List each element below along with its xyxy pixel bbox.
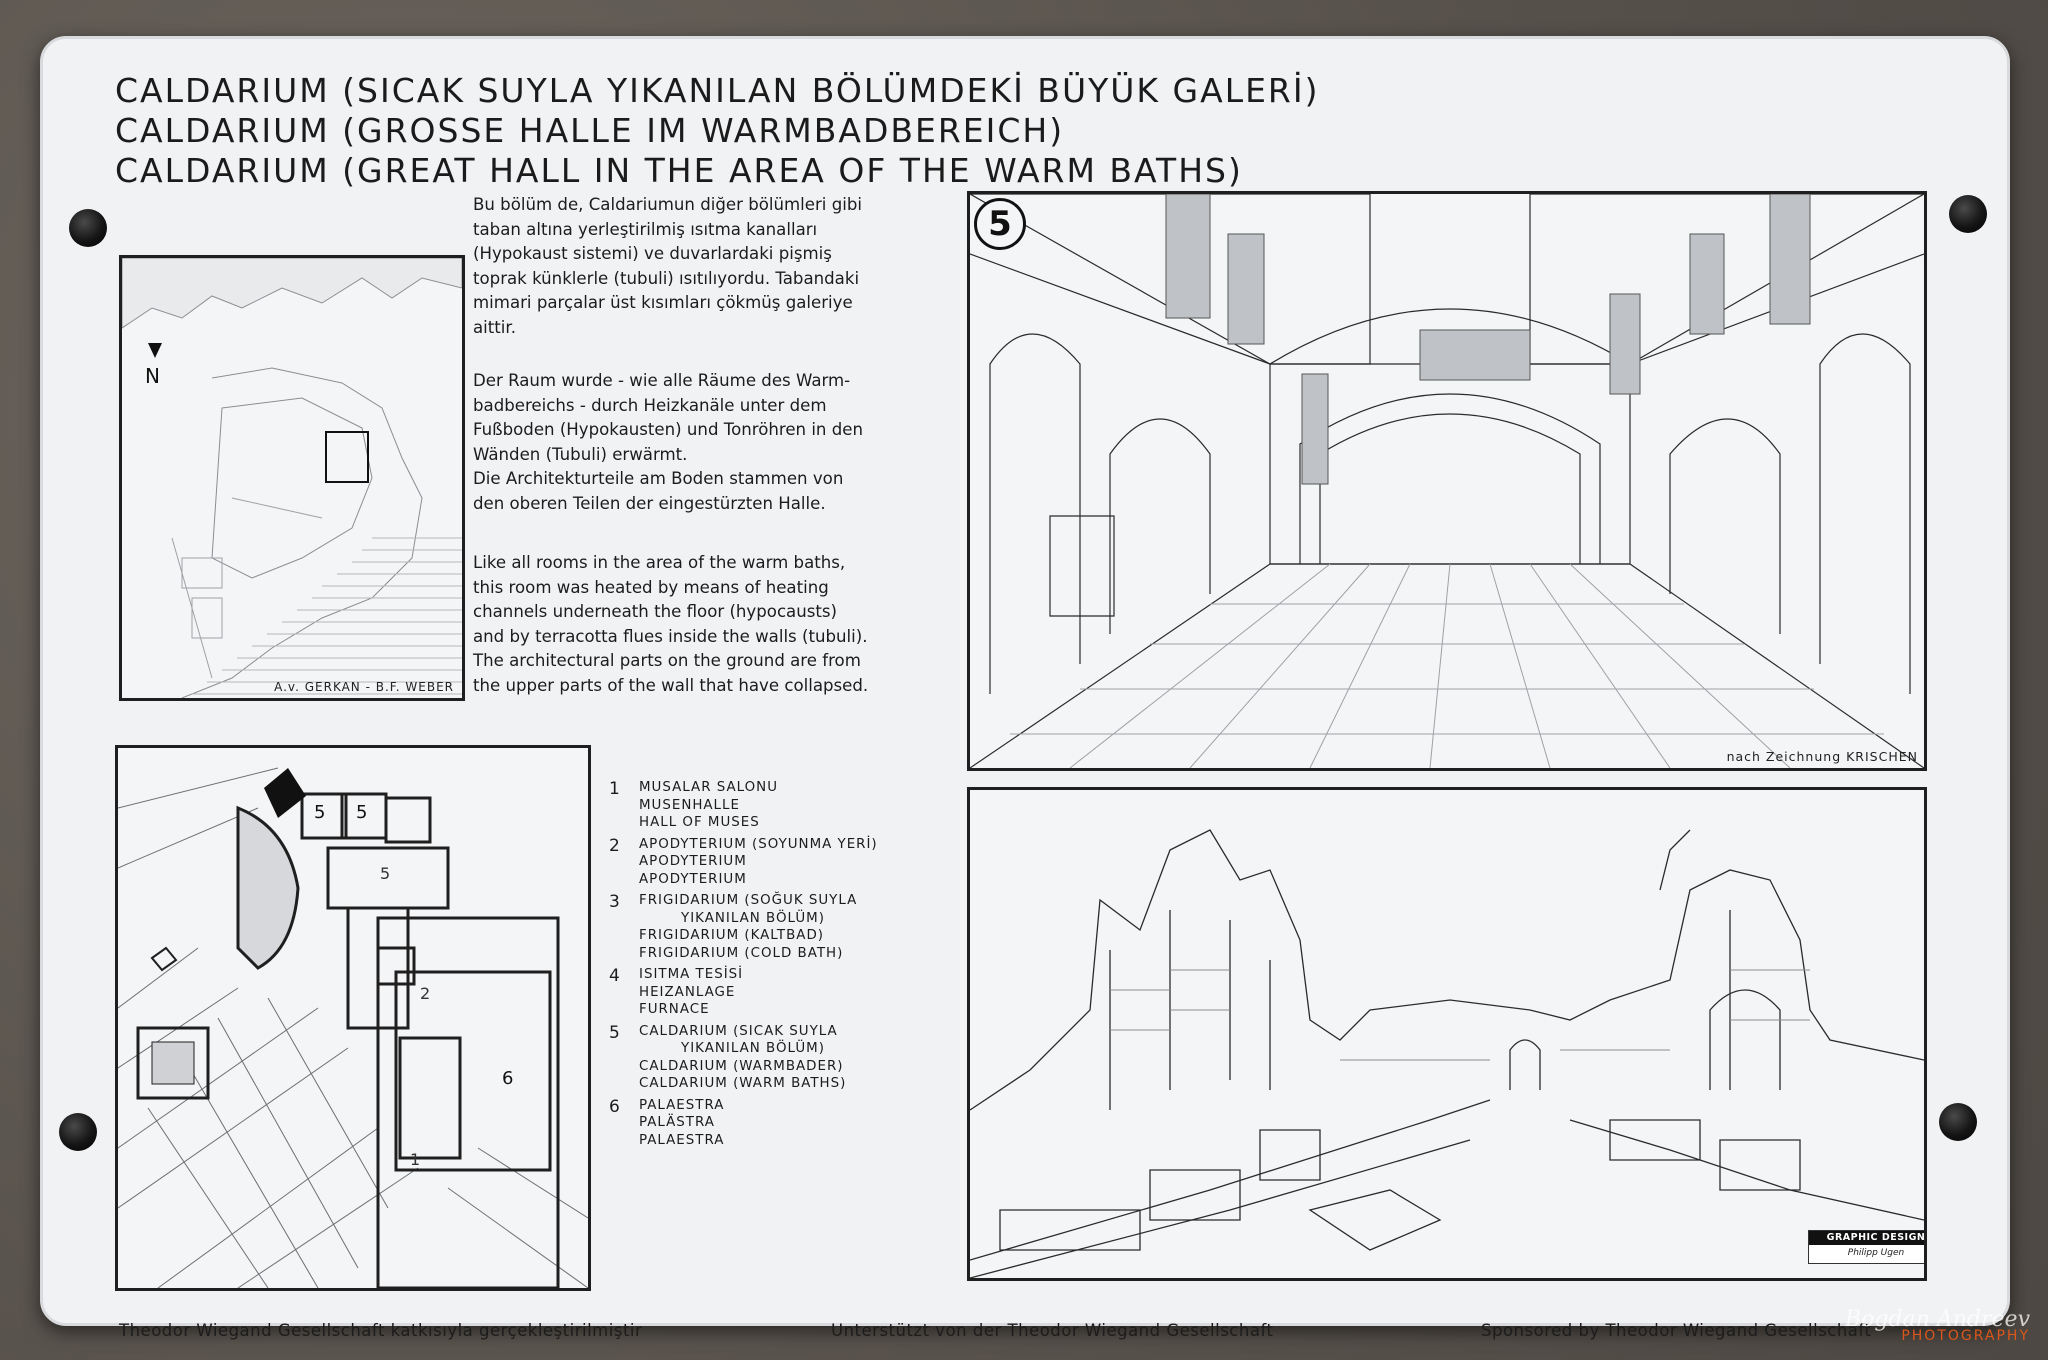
reconstruction-credit: nach Zeichnung KRISCHEN xyxy=(1726,749,1918,764)
plan-label-5a: 5 xyxy=(314,802,326,823)
graphic-design-label: GRAPHIC DESIGN xyxy=(1809,1231,1924,1245)
bolt-bottom-right xyxy=(1939,1103,1977,1141)
site-map: N A.v. GERKAN - B.F. WEBER xyxy=(119,255,465,701)
building-plan: 5 5 5 2 6 1 xyxy=(115,745,591,1291)
legend-line: PALAESTRA xyxy=(639,1097,725,1113)
legend-item: 3 FRIGIDARIUM (SOĞUK SUYLA YIKANILAN BÖLÜ… xyxy=(609,892,949,962)
graphic-design-credit: GRAPHIC DESIGN Philipp Ugen xyxy=(1808,1230,1924,1264)
plan-label-5b: 5 xyxy=(356,802,368,823)
legend-line: YIKANILAN BÖLÜM) xyxy=(639,1041,825,1056)
legend-line: FRIGIDARIUM (COLD BATH) xyxy=(639,945,844,961)
plan-label-1: 1 xyxy=(410,1150,421,1169)
legend-number: 2 xyxy=(609,835,620,856)
title-turkish: CALDARIUM (SICAK SUYLA YIKANILAN BÖLÜMDE… xyxy=(115,71,1320,110)
site-map-drawing xyxy=(122,258,462,698)
legend-number: 3 xyxy=(609,892,620,912)
legend-item: 2 APODYTERIUM (SOYUNMA YERİ) APODYTERIUM AP… xyxy=(609,836,949,889)
reconstruction-drawing: 5 nach Zeichnung KRISCHEN xyxy=(967,191,1927,771)
legend-number: 4 xyxy=(609,966,620,986)
paragraph-turkish: Bu bölüm de, Caldariumun diğer bölümleri… xyxy=(473,195,862,337)
ruins-sketch xyxy=(970,790,1924,1278)
legend-line: CALDARIUM (SICAK SUYLA xyxy=(639,1023,838,1039)
information-board: CALDARIUM (SICAK SUYLA YIKANILAN BÖLÜMDE… xyxy=(40,36,2010,1340)
north-label: N xyxy=(145,364,160,388)
footer-turkish: Theodor Wiegand Gesellschaft katkısıyla … xyxy=(119,1321,643,1340)
plan-drawing xyxy=(118,748,588,1288)
graphic-design-name: Philipp Ugen xyxy=(1847,1248,1905,1258)
footer-german: Unterstützt von der Theodor Wiegand Gese… xyxy=(831,1321,1274,1340)
footer-english: Sponsored by Theodor Wiegand Gesellschaf… xyxy=(1481,1321,1872,1340)
legend-number: 5 xyxy=(609,1022,620,1043)
legend-line: PALÄSTRA xyxy=(639,1115,715,1130)
legend-line: ISITMA TESİSİ xyxy=(639,967,744,982)
plan-label-5c: 5 xyxy=(380,864,391,883)
station-number-badge: 5 xyxy=(974,198,1026,250)
legend-item: 5 CALDARIUM (SICAK SUYLA YIKANILAN BÖLÜM)… xyxy=(609,1023,949,1093)
paragraph-german: Der Raum wurde - wie alle Räume des Warm… xyxy=(473,371,863,513)
legend-item: 1 MUSALAR SALONU MUSENHALLE HALL OF MUSES xyxy=(609,779,949,832)
legend-line: APODYTERIUM (SOYUNMA YERİ) xyxy=(639,836,878,852)
legend-line: YIKANILAN BÖLÜM) xyxy=(639,910,825,926)
site-map-credit: A.v. GERKAN - B.F. WEBER xyxy=(274,680,454,694)
title-english: CALDARIUM (GREAT HALL IN THE AREA OF THE… xyxy=(115,151,1243,190)
legend-line: MUSALAR SALONU xyxy=(639,780,779,795)
title-german: CALDARIUM (GROSSE HALLE IM WARMBADBEREIC… xyxy=(115,111,1065,150)
watermark-photography: PHOTOGRAPHY xyxy=(1901,1328,2030,1344)
legend-line: HEIZANLAGE xyxy=(639,984,736,1000)
legend-line: FRIGIDARIUM (KALTBAD) xyxy=(639,928,824,943)
plan-label-2: 2 xyxy=(420,984,431,1003)
bolt-top-left xyxy=(69,209,107,247)
bolt-bottom-left xyxy=(59,1113,97,1151)
photographer-watermark: Bogdan Andreev PHOTOGRAPHY xyxy=(1845,1307,2030,1344)
legend-line: PALAESTRA xyxy=(639,1132,725,1148)
paragraph-english: Like all rooms in the area of the warm b… xyxy=(473,553,869,695)
legend-line: HALL OF MUSES xyxy=(639,815,760,830)
legend-number: 6 xyxy=(609,1096,620,1117)
legend-item: 4 ISITMA TESİSİ HEIZANLAGE FURNACE xyxy=(609,966,949,1019)
legend-line: MUSENHALLE xyxy=(639,797,740,813)
legend-line: FRIGIDARIUM (SOĞUK SUYLA xyxy=(639,893,858,908)
legend-line: FURNACE xyxy=(639,1002,710,1017)
legend-line: APODYTERIUM xyxy=(639,854,747,869)
watermark-signature: Bogdan Andreev xyxy=(1845,1307,2030,1332)
legend-number: 1 xyxy=(609,779,620,799)
bolt-top-right xyxy=(1949,195,1987,233)
ruins-drawing: GRAPHIC DESIGN Philipp Ugen xyxy=(967,787,1927,1281)
plan-label-6: 6 xyxy=(502,1068,514,1089)
hall-perspective-drawing xyxy=(970,194,1924,768)
legend-line: CALDARIUM (WARM BATHS) xyxy=(639,1076,847,1091)
legend-line: APODYTERIUM xyxy=(639,871,747,887)
legend-line: CALDARIUM (WARMBADER) xyxy=(639,1058,844,1074)
